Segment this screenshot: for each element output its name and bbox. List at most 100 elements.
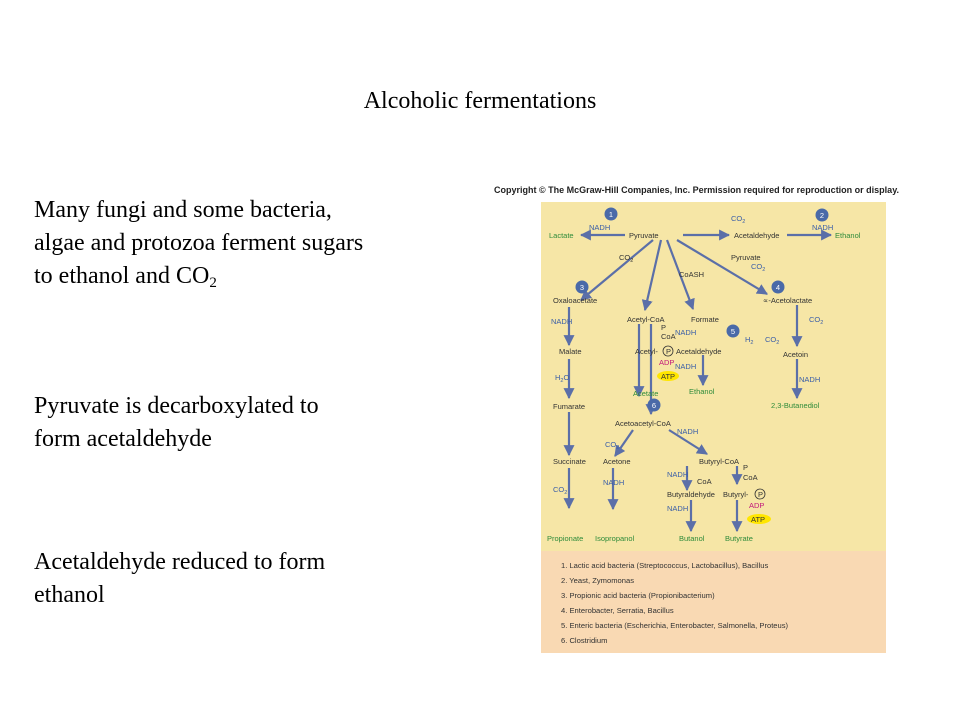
arrow-pyruvate-formate [665,239,695,311]
para3-line-1: Acetaldehyde reduced to form [34,549,326,575]
copyright-notice: Copyright © The McGraw-Hill Companies, I… [494,185,900,195]
label-lactate: Lactate [549,231,574,240]
label-coa-3: CoA [743,473,758,482]
label-nadh-2: NADH [812,223,833,232]
arrow-pyruvate-acetolactate [676,239,768,295]
pathway-panel [541,202,886,551]
label-atp-2: ATP [751,515,765,524]
label-h2o: H2O [555,373,569,384]
label-co2-7: CO2 [553,485,567,496]
label-nadh-10: NADH [667,504,688,513]
para3-line-2: ethanol [34,582,105,608]
label-butanediol: 2,3-Butanediol [771,401,820,410]
label-pi-2: P [743,463,748,472]
para2-line-1: Pyruvate is decarboxylated to [34,393,319,419]
arrow-pyruvate-oxaloacetate [580,239,654,301]
label-co2-4: CO2 [809,315,823,326]
label-fumarate: Fumarate [553,402,585,411]
label-pi-1: P [661,323,666,332]
label-adp-1: ADP [659,358,674,367]
phosphate-circle-2 [754,488,766,500]
step-5: 5 [731,327,735,336]
paragraph-reduction: Acetaldehyde reduced to form ethanol [34,546,325,612]
label-nadh-3: NADH [551,317,572,326]
label-isopropanol: Isopropanol [595,534,635,543]
label-nadh-5: NADH [675,362,696,371]
label-propionate: Propionate [547,534,583,543]
legend-item-5: 5. Enteric bacteria (Escherichia, Entero… [561,621,789,630]
label-coa-2: CoA [697,477,712,486]
legend-item-4: 4. Enterobacter, Serratia, Bacillus [561,606,674,615]
co2-subscript: 2 [209,275,217,291]
label-atp-1: ATP [661,372,675,381]
legend-item-3: 3. Propionic acid bacteria (Propionibact… [561,591,715,600]
step-6: 6 [652,401,656,410]
label-p-circle-1: P [666,347,671,356]
legend-item-1: 1. Lactic acid bacteria (Streptococcus, … [561,561,769,570]
step-1: 1 [609,210,613,219]
step-2: 2 [820,211,824,220]
pathway-labels: Pyruvate Lactate NADH CO2 Acetaldehyde N… [547,214,861,543]
label-acetylp: Acetyl- [635,347,658,356]
label-succinate: Succinate [553,457,586,466]
atp-highlight-2 [747,514,771,524]
arrow-pyruvate-acetylcoa [641,239,663,312]
para2-line-2: form acetaldehyde [34,426,212,452]
para1-line-3: to ethanol and CO2 [34,260,363,300]
organism-legend: 1. Lactic acid bacteria (Streptococcus, … [541,551,886,653]
label-co2-3: CO2 [751,262,765,273]
label-h2: H2 [745,335,753,346]
paragraph-ferment-sugars: Many fungi and some bacteria, algae and … [34,194,363,300]
label-co2-2: CO2 [619,253,633,264]
label-nadh-7: NADH [677,427,698,436]
label-nadh-9: NADH [603,478,624,487]
label-coa-1: CoA [661,332,676,341]
para1-line-2: algae and protozoa ferment sugars [34,230,364,256]
step-3: 3 [580,283,584,292]
label-co2-6: CO2 [605,440,619,451]
legend-item-6: 6. Clostridium [561,636,608,645]
para1-line-1: Many fungi and some bacteria, [34,197,332,223]
label-acetylcoa: Acetyl-CoA [627,315,665,324]
label-acetaldehyde-2: Acetaldehyde [676,347,721,356]
label-nadh-4: NADH [675,328,696,337]
label-acetone: Acetone [603,457,631,466]
arrow-acetoacetylcoa-butyrylcoa [668,429,708,455]
label-butyrylp: Butyryl- [723,490,749,499]
arrow-acetoacetylcoa-acetone [614,429,634,457]
label-nadh-6: NADH [799,375,820,384]
label-acetate: Acetate [633,389,658,398]
label-acetolactate: ∝-Acetolactate [763,296,812,305]
legend-item-2: 2. Yeast, Zymomonas [561,576,635,585]
label-co2-5: CO2 [765,335,779,346]
pathway-arrows [563,229,833,533]
label-pyruvate-2: Pyruvate [731,253,761,262]
label-coash: CoASH [679,270,704,279]
label-ethanol-1: Ethanol [835,231,861,240]
paragraph-decarboxylation: Pyruvate is decarboxylated to form aceta… [34,390,319,456]
label-acetoacetylcoa: Acetoacetyl-CoA [615,419,671,428]
label-acetaldehyde-1: Acetaldehyde [734,231,779,240]
label-nadh-1: NADH [589,223,610,232]
label-butyraldehyde: Butyraldehyde [667,490,715,499]
label-formate: Formate [691,315,719,324]
label-nadh-8: NADH [667,470,688,479]
step-4: 4 [776,283,780,292]
fermentation-pathway-diagram: 1 2 3 4 5 6 Pyruvate Lactate NADH CO2 Ac… [541,202,886,551]
slide-title: Alcoholic fermentations [363,88,597,114]
para1-line-3-text: to ethanol and CO [34,263,210,289]
label-co2-1: CO2 [731,214,745,225]
label-acetoin: Acetoin [783,350,808,359]
label-malate: Malate [559,347,582,356]
label-butyrate: Butyrate [725,534,753,543]
label-p-circle-2: P [758,490,763,499]
atp-highlight-1 [657,371,679,381]
step-markers: 1 2 3 4 5 6 [575,207,829,412]
label-ethanol-2: Ethanol [689,387,715,396]
label-butanol: Butanol [679,534,705,543]
label-adp-2: ADP [749,501,764,510]
label-butyrylcoa: Butyryl-CoA [699,457,739,466]
label-oxaloacetate: Oxaloacetate [553,296,597,305]
phosphate-circle-1 [662,345,674,357]
label-pyruvate: Pyruvate [629,231,659,240]
